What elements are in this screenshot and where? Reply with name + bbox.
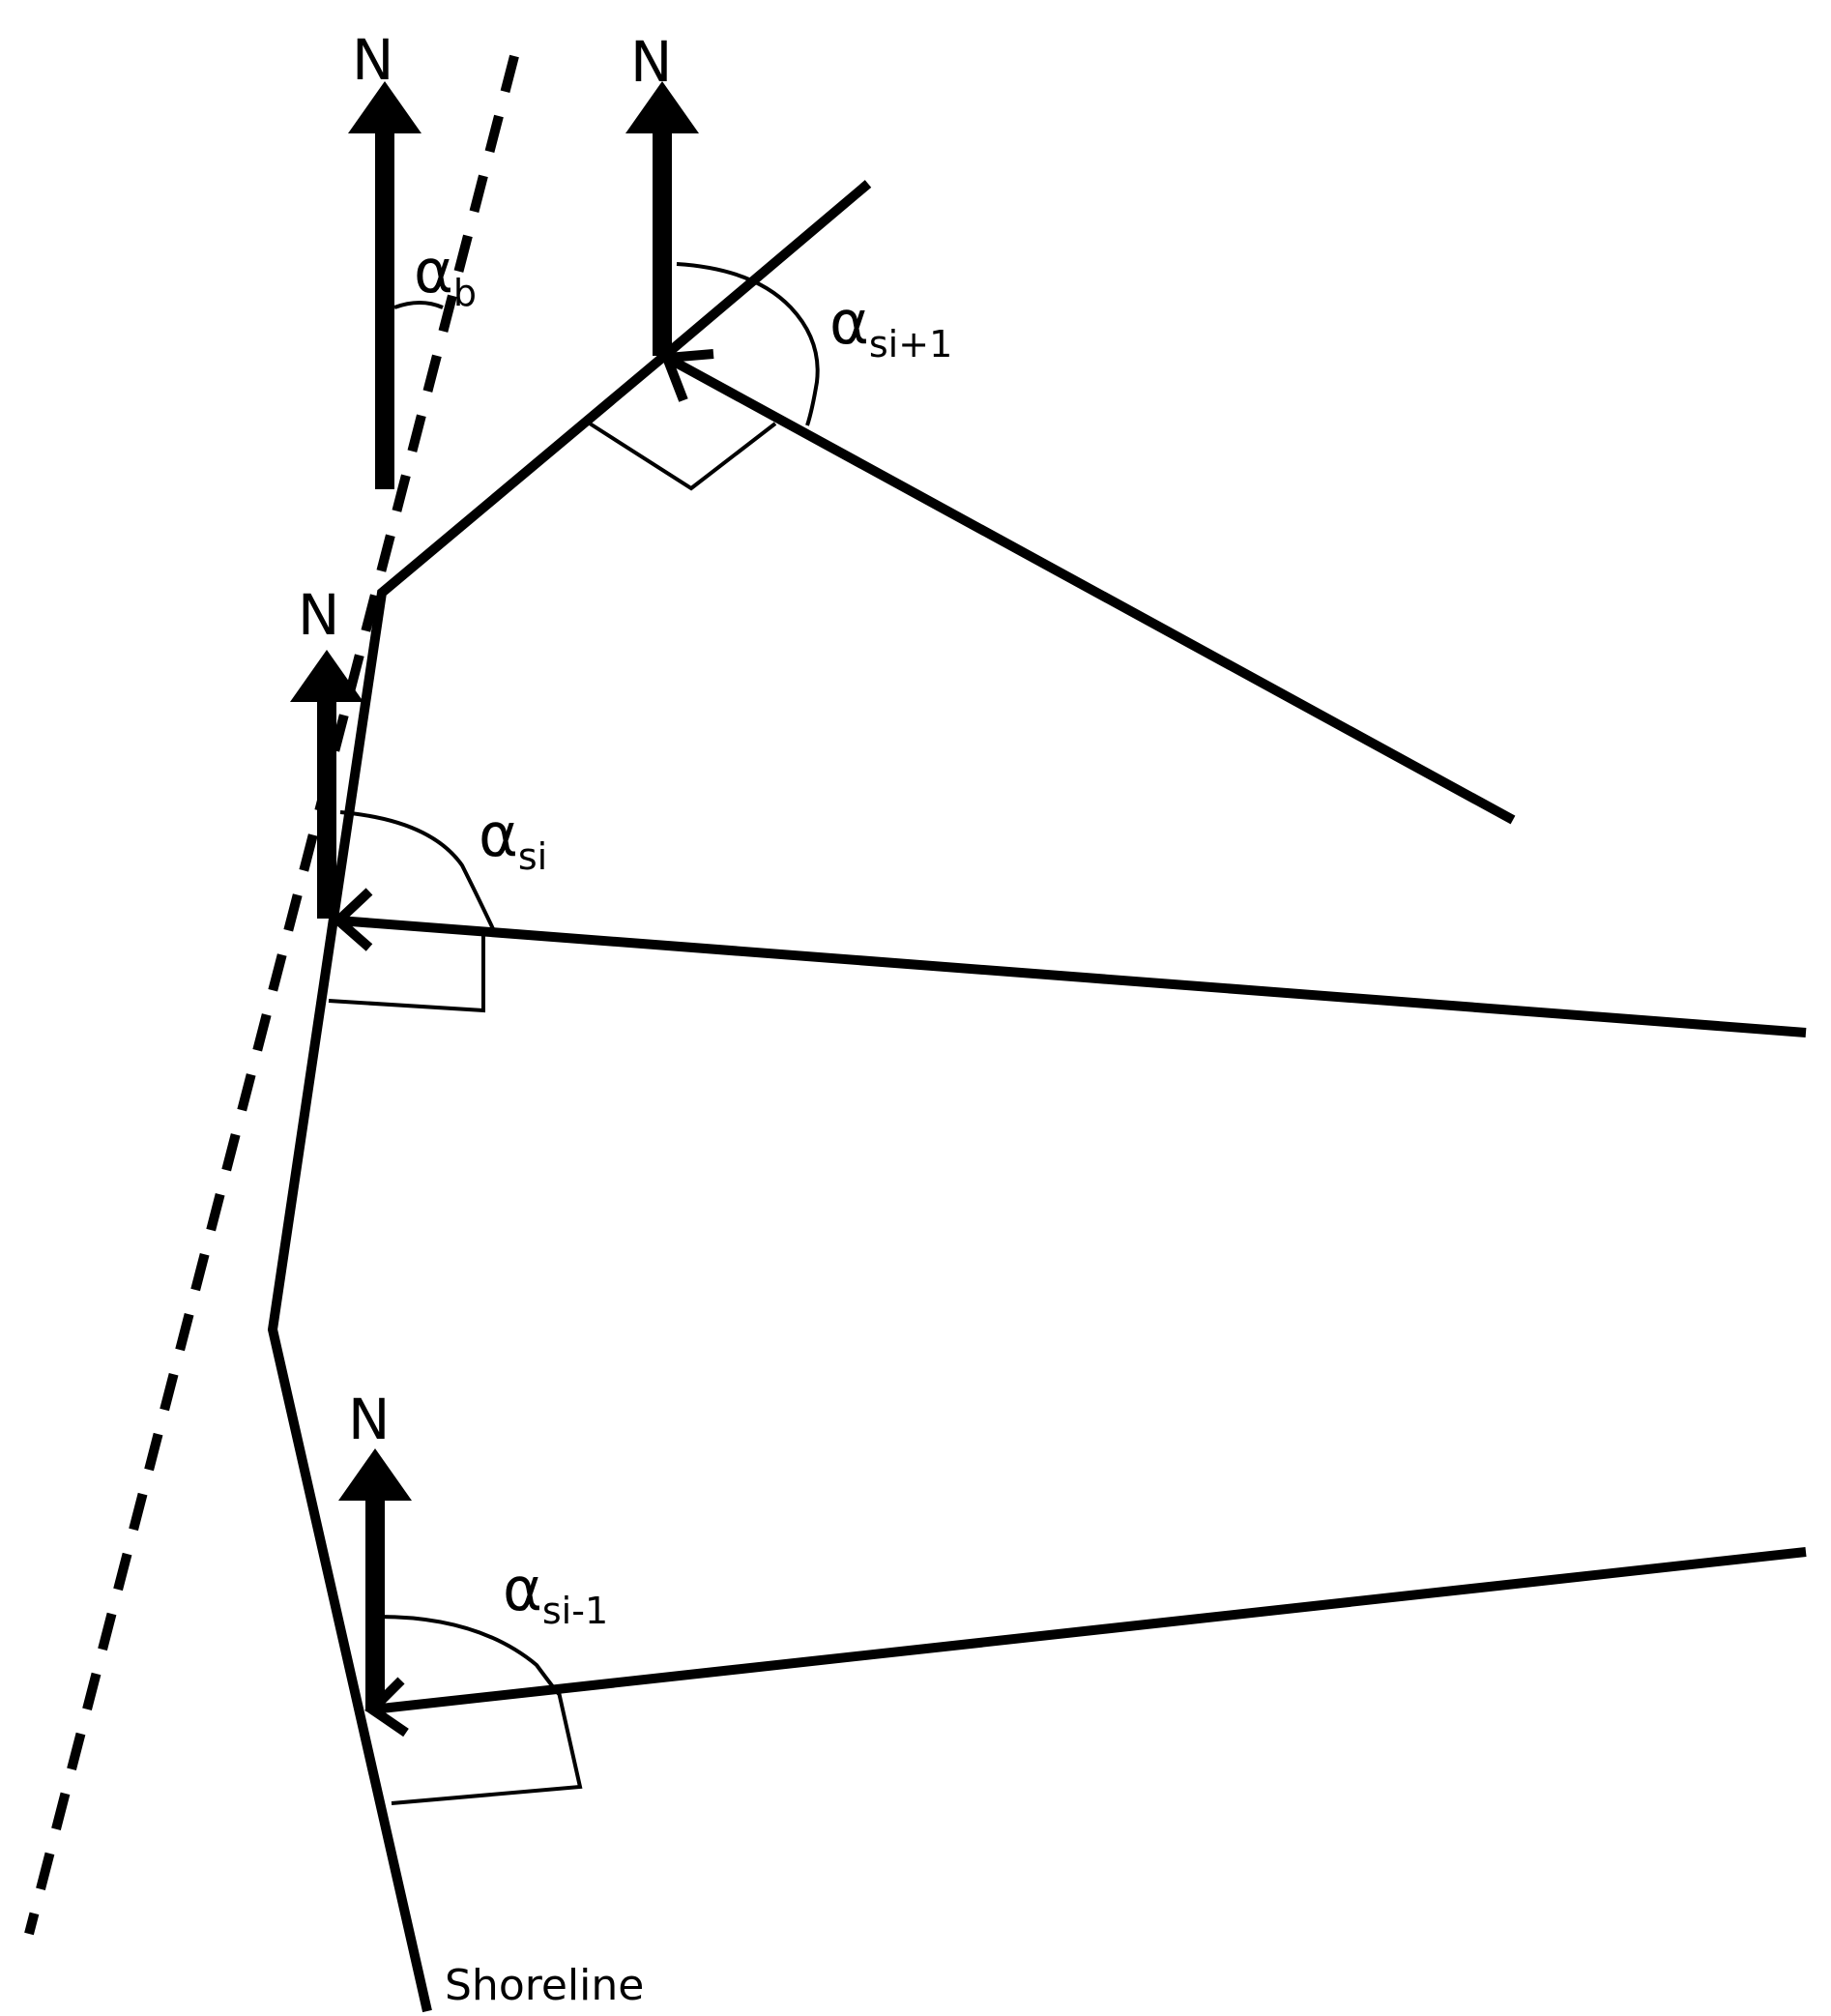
arrowhead-si-plus-1 [659,349,714,402]
north-arrow-si-plus-1 [625,81,699,356]
shoreline-line [267,180,872,2013]
angle-arc-si-minus-1 [378,1615,561,1696]
shoreline-label: Shoreline [445,1961,644,2010]
north-label-si-minus-1: N [348,1387,390,1452]
angle-arc-b [393,301,444,309]
right-angle-marker-si [328,930,485,1013]
north-arrowhead-si-plus-1 [625,81,699,133]
north-arrow-b [348,81,421,489]
right-angle-marker-si-plus-1 [588,422,777,491]
wave-ray-si-minus-1 [371,1547,1807,1714]
north-label-b: N [352,27,393,93]
angle-arc-si [339,810,497,934]
wave-ray-si-plus-1 [664,353,1516,825]
angle-label-b: αb [414,236,477,314]
north-arrowhead-si [290,650,363,702]
north-label-si: N [298,582,339,648]
angle-label-si-plus-1: αsi+1 [829,287,952,365]
angle-label-si-minus-1: αsi-1 [503,1554,608,1632]
angle-label-si: αsi [479,800,547,878]
arrowhead-si [331,888,373,951]
wave-ray-si [337,916,1807,1037]
north-arrow-si [290,650,363,919]
north-arrowhead-si-minus-1 [338,1448,412,1501]
north-arrow-si-minus-1 [338,1448,412,1711]
right-angle-marker-si-minus-1 [391,1691,583,1805]
dashed-baseline [24,54,519,1936]
north-label-si-plus-1: N [630,29,672,95]
angle-arc-si-plus-1 [676,262,820,426]
north-arrowhead-b [348,81,421,133]
